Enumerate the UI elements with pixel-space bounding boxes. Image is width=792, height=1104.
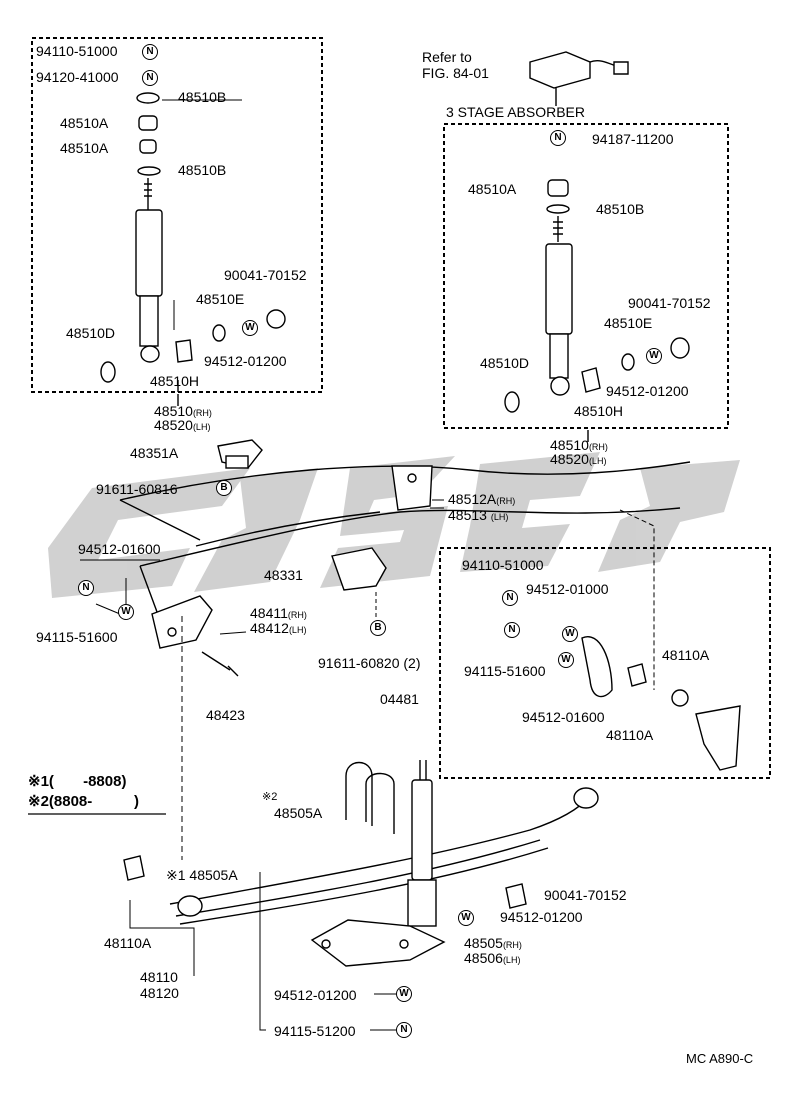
nut-n-badge: N — [504, 622, 520, 638]
part-94115-51600-label: 94115-51600 — [464, 663, 546, 679]
part-48510d-label: 48510D — [66, 325, 116, 341]
washer-w-badge: W — [118, 604, 134, 620]
part-48411-label: 48411(RH) — [250, 605, 307, 621]
part-48120-label: 48120 — [140, 985, 179, 1001]
assembly-48510-label: 48510(RH) — [154, 403, 212, 419]
note-1: ※1( -8808) — [28, 773, 127, 790]
part-04481-label: 04481 — [380, 691, 419, 707]
part-48110a-label: 48110A — [104, 935, 152, 951]
part-90041-70152-label: 90041-70152 — [224, 267, 307, 283]
part-48505a-label: 48505A — [274, 805, 323, 821]
washer-w-badge: W — [396, 986, 412, 1002]
nut-n-badge: N — [142, 70, 158, 86]
part-94187-11200-label: 94187-11200 — [592, 131, 674, 147]
part-94110-51000-label: 94110-51000 — [36, 43, 118, 59]
part-94512-01200-label: 94512-01200 — [274, 987, 357, 1003]
part-94512-01200-label: 94512-01200 — [606, 383, 689, 399]
part-48513-label: 48513 (LH) — [448, 507, 509, 523]
part-94110-51000-label: 94110-51000 — [462, 557, 544, 573]
part-48412-label: 48412(LH) — [250, 620, 307, 636]
figure-reference-label: FIG. 84-01 — [422, 65, 489, 81]
part-48510b-label: 48510B — [178, 162, 227, 178]
washer-w-badge: W — [646, 348, 662, 364]
note-2: ※2(8808- ) — [28, 793, 139, 810]
part-48510h-label: 48510H — [574, 403, 624, 419]
refer-to-label: Refer to — [422, 49, 472, 65]
part-94512-01200-label: 94512-01200 — [500, 909, 583, 925]
part-48510e-label: 48510E — [604, 315, 653, 331]
part-48510b-label: 48510B — [596, 201, 645, 217]
part-94115-51200-label: 94115-51200 — [274, 1023, 356, 1039]
part-48510d-label: 48510D — [480, 355, 530, 371]
part-94512-01600-label: 94512-01600 — [522, 709, 605, 725]
bolt-b-badge: B — [216, 480, 232, 496]
washer-w-badge: W — [242, 320, 258, 336]
part-48505a-note1-label: ※1 48505A — [166, 867, 238, 883]
part-48110-label: 48110 — [140, 969, 178, 985]
assembly-48520-label: 48520(LH) — [550, 451, 607, 467]
assembly-48520-label: 48520(LH) — [154, 417, 211, 433]
part-48510a-label: 48510A — [468, 181, 517, 197]
part-94512-01200-label: 94512-01200 — [204, 353, 287, 369]
part-94120-41000-label: 94120-41000 — [36, 69, 119, 85]
part-48505-label: 48505(RH) — [464, 935, 522, 951]
nut-n-badge: N — [142, 44, 158, 60]
part-48510a-label: 48510A — [60, 115, 109, 131]
part-48510e-label: 48510E — [196, 291, 245, 307]
washer-w-badge: W — [558, 652, 574, 668]
part-90041-70152-label: 90041-70152 — [544, 887, 627, 903]
part-48423-label: 48423 — [206, 707, 245, 723]
nut-n-badge: N — [396, 1022, 412, 1038]
washer-w-badge: W — [562, 626, 578, 642]
absorber-title: 3 STAGE ABSORBER — [446, 104, 586, 120]
part-91611-60820-label: 91611-60820 (2) — [318, 655, 421, 671]
bolt-b-badge: B — [370, 620, 386, 636]
note-2-marker: ※2 — [262, 791, 278, 803]
part-48110a-label: 48110A — [662, 647, 710, 663]
washer-w-badge: W — [458, 910, 474, 926]
part-48351a-label: 48351A — [130, 445, 179, 461]
assembly-48510-label: 48510(RH) — [550, 437, 608, 453]
part-94115-51600-label: 94115-51600 — [36, 629, 118, 645]
part-94512-01600-label: 94512-01600 — [78, 541, 161, 557]
part-94512-01000-label: 94512-01000 — [526, 581, 609, 597]
nut-n-badge: N — [78, 580, 94, 596]
part-48512a-label: 48512A(RH) — [448, 491, 516, 507]
part-90041-70152-label: 90041-70152 — [628, 295, 711, 311]
part-91611-60816-label: 91611-60816 — [96, 481, 178, 497]
part-48510b-label: 48510B — [178, 89, 227, 105]
part-48506-label: 48506(LH) — [464, 950, 521, 966]
part-48331-label: 48331 — [264, 567, 303, 583]
diagram-code: MC A890-C — [686, 1051, 754, 1066]
nut-n-badge: N — [502, 590, 518, 606]
part-48110a-label: 48110A — [606, 727, 654, 743]
part-48510h-label: 48510H — [150, 373, 200, 389]
part-48510a-label: 48510A — [60, 140, 109, 156]
nut-n-badge: N — [550, 130, 566, 146]
